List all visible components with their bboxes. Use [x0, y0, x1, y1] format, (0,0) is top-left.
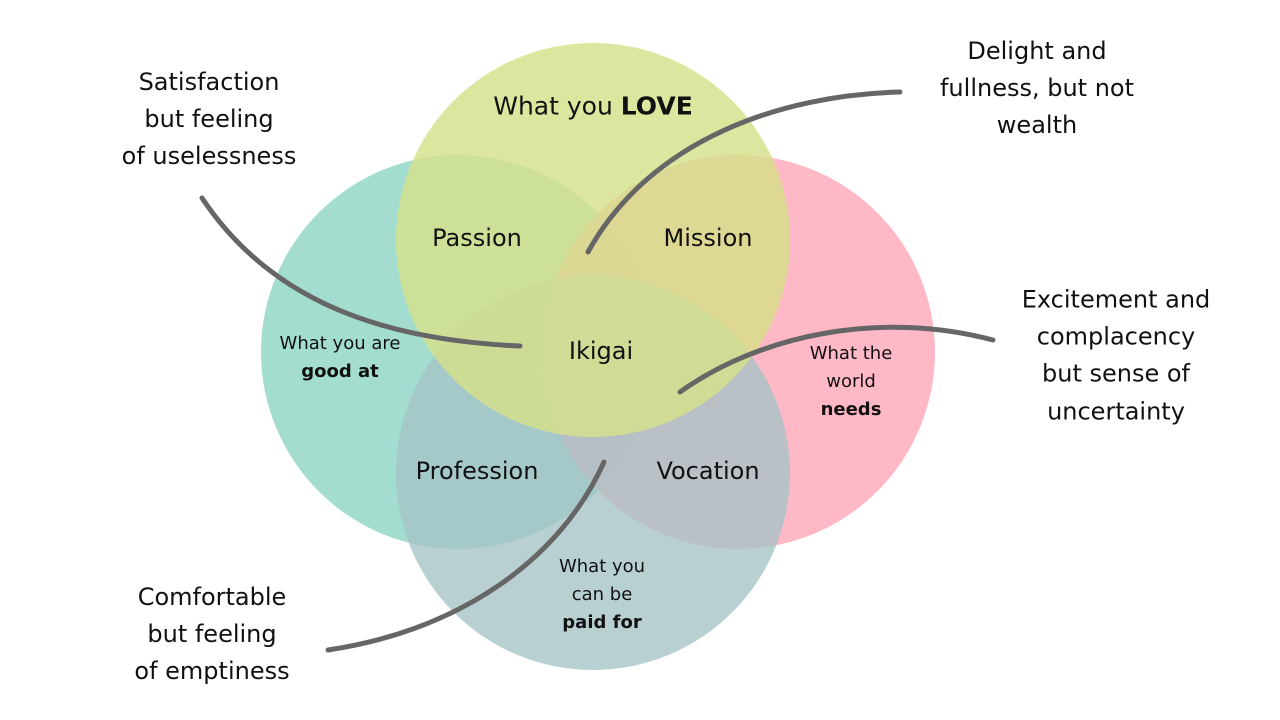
annotation-vocation-line2: complacency	[1036, 322, 1196, 351]
connector-line-vocation	[677, 324, 996, 395]
region-mission: Mission	[663, 224, 753, 252]
good-at-label-line2: good at	[301, 361, 379, 382]
paid-for-label-line1: What you	[558, 556, 646, 578]
annotation-vocation: Excitement and complacency but sense of …	[1022, 282, 1211, 431]
world-needs-label-line2: world	[826, 371, 876, 393]
love-label-line: What you LOVE	[493, 90, 693, 121]
annotation-profession-line1: Comfortable	[137, 583, 287, 612]
world-needs-label-line1: What the	[809, 343, 893, 365]
annotation-passion-line1: Satisfaction	[138, 68, 280, 97]
connector-line-profession	[325, 459, 607, 653]
region-ikigai-center: Ikigai	[568, 337, 634, 365]
annotation-mission-line1: Delight and	[967, 37, 1107, 66]
annotation-passion-line2: but feeling	[144, 105, 274, 134]
good-at-label-line1: What you are	[279, 333, 401, 355]
annotation-passion: Satisfaction but feeling of uselessness	[122, 64, 297, 176]
annotation-profession: Comfortable but feeling of emptiness	[134, 579, 289, 691]
world-needs-label-line3: needs	[820, 398, 882, 420]
annotation-mission-line2: fullness, but not	[939, 74, 1135, 103]
connector-line-passion	[199, 195, 523, 349]
love-label-bold: LOVE	[620, 91, 693, 121]
circle-label-love: What you LOVE	[493, 90, 693, 121]
annotation-passion-line3: of uselessness	[121, 142, 297, 171]
circle-label-paid-for: What you can be paid for	[559, 553, 645, 637]
annotation-mission-line3: wealth	[996, 111, 1078, 140]
annotation-profession-line3: of emptiness	[134, 657, 290, 686]
paid-for-label-line2: can be	[571, 584, 633, 606]
paid-for-label-line3: paid for	[562, 611, 642, 633]
love-label-prefix: What you	[493, 91, 621, 121]
circle-label-world-needs: What the world needs	[810, 340, 893, 424]
region-vocation: Vocation	[656, 457, 760, 485]
annotation-vocation-line4: uncertainty	[1047, 397, 1185, 426]
annotation-vocation-line1: Excitement and	[1021, 285, 1211, 314]
annotation-vocation-line3: but sense of	[1042, 360, 1190, 388]
region-profession: Profession	[415, 457, 539, 485]
connector-line-mission	[585, 89, 903, 255]
annotation-profession-line2: but feeling	[147, 620, 277, 649]
annotation-mission: Delight and fullness, but not wealth	[940, 33, 1134, 145]
circle-label-good-at: What you are good at	[280, 330, 401, 386]
region-passion: Passion	[432, 224, 522, 252]
